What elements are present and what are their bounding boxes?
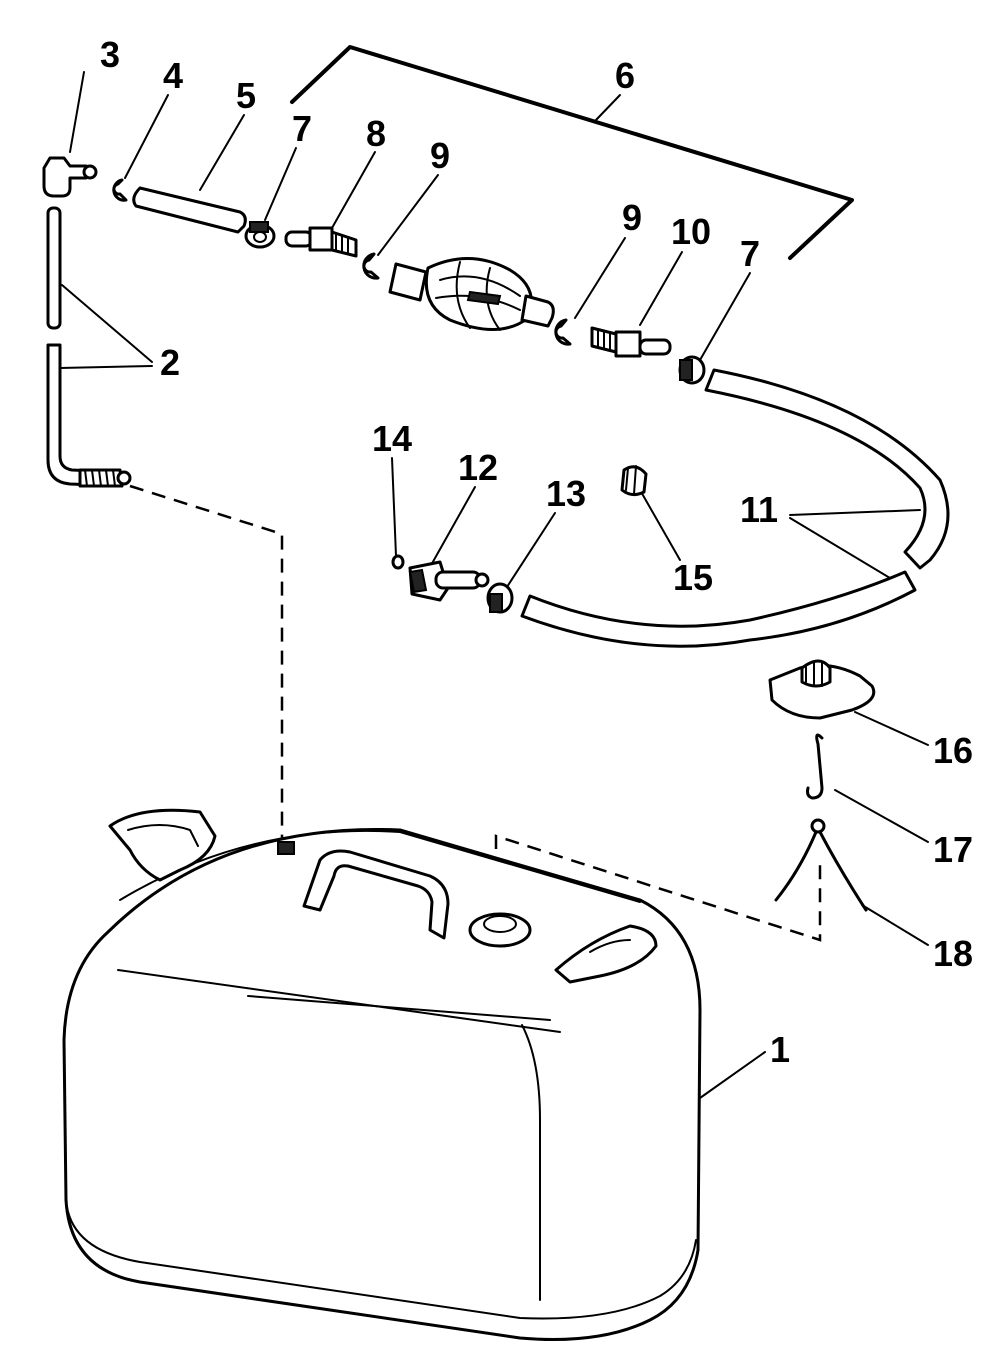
fuel-hose-11 xyxy=(704,368,950,570)
callout-9b: 9 xyxy=(622,197,642,238)
callout-7a: 7 xyxy=(292,108,312,149)
callout-15: 15 xyxy=(673,557,713,598)
fitting-10 xyxy=(590,326,672,358)
callout-1: 1 xyxy=(770,1029,790,1070)
callout-9a: 9 xyxy=(430,135,450,176)
connector-12 xyxy=(408,560,490,602)
fuel-tank-1 xyxy=(62,808,702,1341)
o-ring-14 xyxy=(391,554,405,570)
callout-7b: 7 xyxy=(740,233,760,274)
callout-17: 17 xyxy=(933,829,973,870)
clamp-7-left xyxy=(244,221,276,249)
clip-9-right xyxy=(554,318,572,346)
callout-5: 5 xyxy=(236,75,256,116)
elbow-fitting-3 xyxy=(42,156,98,198)
fitting-8 xyxy=(284,226,358,258)
s-hook-17 xyxy=(806,733,824,800)
pickup-tube-2 xyxy=(46,206,132,488)
callout-12: 12 xyxy=(458,447,498,488)
primer-bulb xyxy=(388,257,555,331)
hose-5 xyxy=(132,186,247,234)
callout-3: 3 xyxy=(100,34,120,75)
callout-4: 4 xyxy=(163,55,183,96)
callout-13: 13 xyxy=(546,473,586,514)
clip-4 xyxy=(112,178,128,202)
callout-10: 10 xyxy=(671,211,711,252)
callout-18: 18 xyxy=(933,933,973,974)
clamp-7-right xyxy=(678,355,706,385)
callout-16: 16 xyxy=(933,730,973,771)
callout-6: 6 xyxy=(615,55,635,96)
callout-8: 8 xyxy=(366,113,386,154)
tether-18 xyxy=(774,818,868,912)
fuel-hose-11-lower xyxy=(520,570,917,648)
clamp-13 xyxy=(486,582,514,614)
leader-lines xyxy=(59,71,929,1099)
callout-2: 2 xyxy=(160,342,180,383)
cap-15 xyxy=(620,465,648,497)
clip-9-left xyxy=(362,252,380,280)
bracket-6 xyxy=(290,45,854,260)
callout-11: 11 xyxy=(740,489,778,530)
callout-14: 14 xyxy=(372,418,412,459)
filler-cap-16 xyxy=(768,659,876,720)
dashed-routing xyxy=(129,484,822,942)
